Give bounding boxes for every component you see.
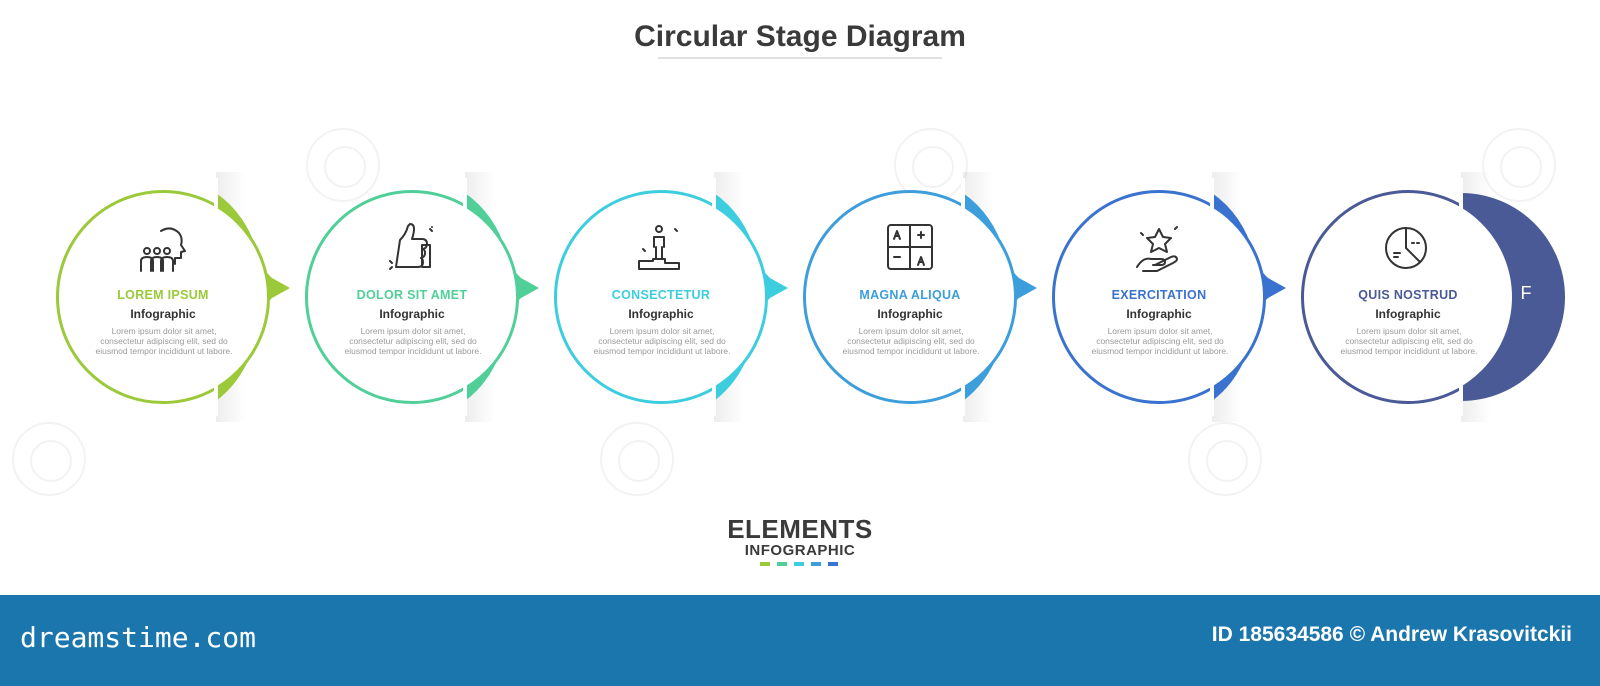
stage-title: DOLOR SIT AMET <box>356 288 468 302</box>
stage-title: CONSECTETUR <box>611 288 711 302</box>
elements-infographic-logo: ELEMENTS INFOGRAPHIC <box>0 515 1600 559</box>
logo-color-dots <box>760 562 838 568</box>
podium-winner-icon <box>621 220 701 276</box>
stage-description: Lorem ipsum dolor sit amet, consectetur … <box>1091 326 1229 356</box>
stage-title: LOREM IPSUM <box>117 288 209 302</box>
stage-divider <box>1210 178 1214 416</box>
stage-description: Lorem ipsum dolor sit amet, consectetur … <box>593 326 731 356</box>
logo-dot <box>828 562 838 566</box>
stage-subtitle: Infographic <box>877 307 943 321</box>
stage-subtitle: Infographic <box>130 307 196 321</box>
stage-description: Lorem ipsum dolor sit amet, consectetur … <box>344 326 482 356</box>
stock-footer-bar: dreamstime.com ID 185634586 © Andrew Kra… <box>0 595 1600 686</box>
stage-title: MAGNA ALIQUA <box>859 288 961 302</box>
stage-ring <box>1052 190 1266 404</box>
watermark-spiral-mark <box>1188 422 1262 496</box>
stage-ring <box>56 190 270 404</box>
logo-dot <box>794 562 804 566</box>
stage-letter: F <box>1520 283 1532 303</box>
watermark-spiral-mark <box>306 128 380 202</box>
title-underline <box>658 57 942 59</box>
stage-divider <box>712 178 716 416</box>
people-head-icon <box>123 220 203 276</box>
logo-line-elements: ELEMENTS <box>727 514 873 544</box>
stage-divider <box>463 178 467 416</box>
stage-d: MAGNA ALIQUA Infographic Lorem ipsum dol… <box>803 172 1073 422</box>
stage-f: QUIS NOSTRUD Infographic Lorem ipsum dol… <box>1301 172 1571 422</box>
logo-dot <box>760 562 770 566</box>
stage-a: LOREM IPSUM Infographic Lorem ipsum dolo… <box>56 172 326 422</box>
stage-subtitle: Infographic <box>628 307 694 321</box>
stage-subtitle: Infographic <box>1126 307 1192 321</box>
stage-b: DOLOR SIT AMET Infographic Lorem ipsum d… <box>305 172 575 422</box>
watermark-spiral-mark <box>1482 128 1556 202</box>
stage-subtitle: Infographic <box>1375 307 1441 321</box>
stage-divider <box>1459 178 1463 416</box>
stage-letter: E <box>1286 283 1299 303</box>
stage-letter: B <box>539 283 552 303</box>
stage-c: CONSECTETUR Infographic Lorem ipsum dolo… <box>554 172 824 422</box>
stage-divider <box>961 178 965 416</box>
stage-letter: A <box>290 283 303 303</box>
stage-title: QUIS NOSTRUD <box>1358 288 1458 302</box>
stage-description: Lorem ipsum dolor sit amet, consectetur … <box>842 326 980 356</box>
footer-credit: ID 185634586 © Andrew Krasovitckii <box>1211 623 1572 646</box>
watermark-spiral-mark <box>600 422 674 496</box>
stage-letter: C <box>788 283 802 303</box>
logo-dot <box>777 562 787 566</box>
stage-subtitle: Infographic <box>379 307 445 321</box>
stage-row: LOREM IPSUM Infographic Lorem ipsum dolo… <box>56 172 1571 422</box>
logo-line-infographic: INFOGRAPHIC <box>744 542 856 559</box>
star-in-hand-icon <box>1119 220 1199 276</box>
diagram-title: Circular Stage Diagram <box>634 20 966 53</box>
stage-title: EXERCITATION <box>1111 288 1207 302</box>
watermark-spiral-mark <box>12 422 86 496</box>
stage-description: Lorem ipsum dolor sit amet, consectetur … <box>1340 326 1478 356</box>
stage-letter: D <box>1037 283 1051 303</box>
puzzle-icon <box>870 220 950 276</box>
stage-description: Lorem ipsum dolor sit amet, consectetur … <box>95 326 233 356</box>
logo-dot <box>811 562 821 566</box>
stage-e: EXERCITATION Infographic Lorem ipsum dol… <box>1052 172 1322 422</box>
thumbs-up-icon <box>372 220 452 276</box>
footer-brand: dreamstime.com <box>20 621 257 654</box>
stage-divider <box>214 178 218 416</box>
pie-chart-icon <box>1368 220 1448 276</box>
stage-ring <box>1301 190 1515 404</box>
